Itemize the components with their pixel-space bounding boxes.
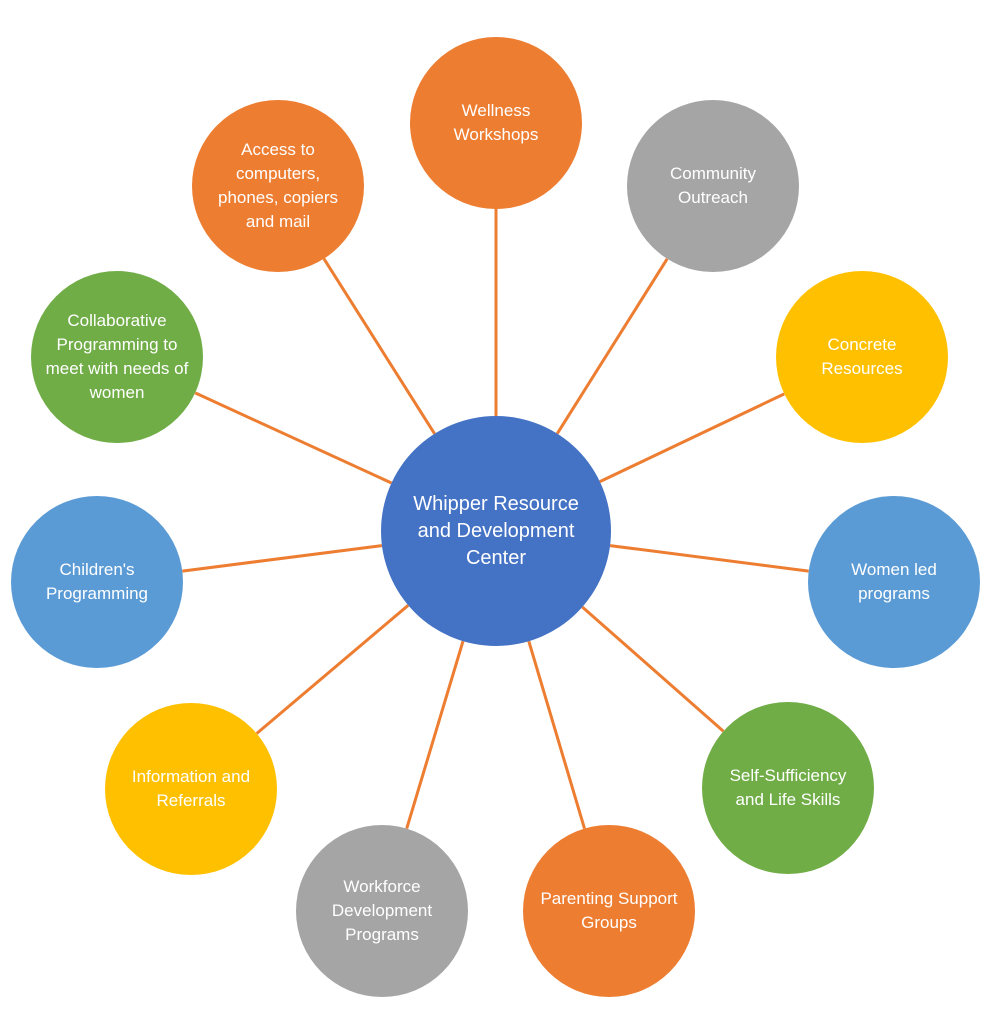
node-label-workforce-development: Workforce Development Programs	[331, 877, 433, 944]
node-collaborative-programming: Collaborative Programming to meet with n…	[31, 271, 203, 443]
center-node: Whipper Resource and Development Center	[381, 416, 611, 646]
connector-line-community-outreach	[555, 258, 669, 435]
connector-line-collaborative-programming	[194, 391, 393, 485]
node-community-outreach: Community Outreach	[627, 100, 799, 272]
connector-line-parenting-support	[527, 640, 586, 830]
node-label-childrens-programming: Children's Programming	[45, 560, 149, 603]
connector-line-information-referrals	[255, 604, 410, 735]
node-label-self-sufficiency: Self-Sufficiency and Life Skills	[729, 766, 847, 809]
node-wellness-workshops: Wellness Workshops	[410, 37, 582, 209]
node-information-referrals: Information and Referrals	[105, 703, 277, 875]
node-childrens-programming: Children's Programming	[11, 496, 183, 668]
node-access-to-computers: Access to computers, phones, copiers and…	[192, 100, 364, 272]
node-label-women-led-programs: Women led programs	[851, 560, 937, 603]
connector-line-concrete-resources	[599, 392, 785, 483]
node-workforce-development: Workforce Development Programs	[296, 825, 468, 997]
connector-line-access-to-computers	[322, 257, 436, 435]
node-label-concrete-resources: Concrete Resources	[821, 335, 903, 378]
node-concrete-resources: Concrete Resources	[776, 271, 948, 443]
node-label-collaborative-programming: Collaborative Programming to meet with n…	[45, 311, 189, 402]
connector-line-childrens-programming	[182, 544, 383, 573]
connector-line-self-sufficiency	[581, 605, 725, 733]
connector-line-workforce-development	[405, 640, 465, 830]
connector-line-women-led-programs	[609, 544, 809, 573]
node-label-community-outreach: Community Outreach	[670, 164, 756, 207]
node-women-led-programs: Women led programs	[808, 496, 980, 668]
node-label-wellness-workshops: Wellness Workshops	[453, 101, 539, 144]
node-parenting-support: Parenting Support Groups	[523, 825, 695, 997]
node-label-parenting-support: Parenting Support Groups	[540, 889, 678, 932]
node-self-sufficiency: Self-Sufficiency and Life Skills	[702, 702, 874, 874]
node-label-information-referrals: Information and Referrals	[131, 767, 251, 810]
center-node-label: Whipper Resource and Development Center	[413, 492, 579, 569]
node-label-access-to-computers: Access to computers, phones, copiers and…	[217, 140, 339, 231]
